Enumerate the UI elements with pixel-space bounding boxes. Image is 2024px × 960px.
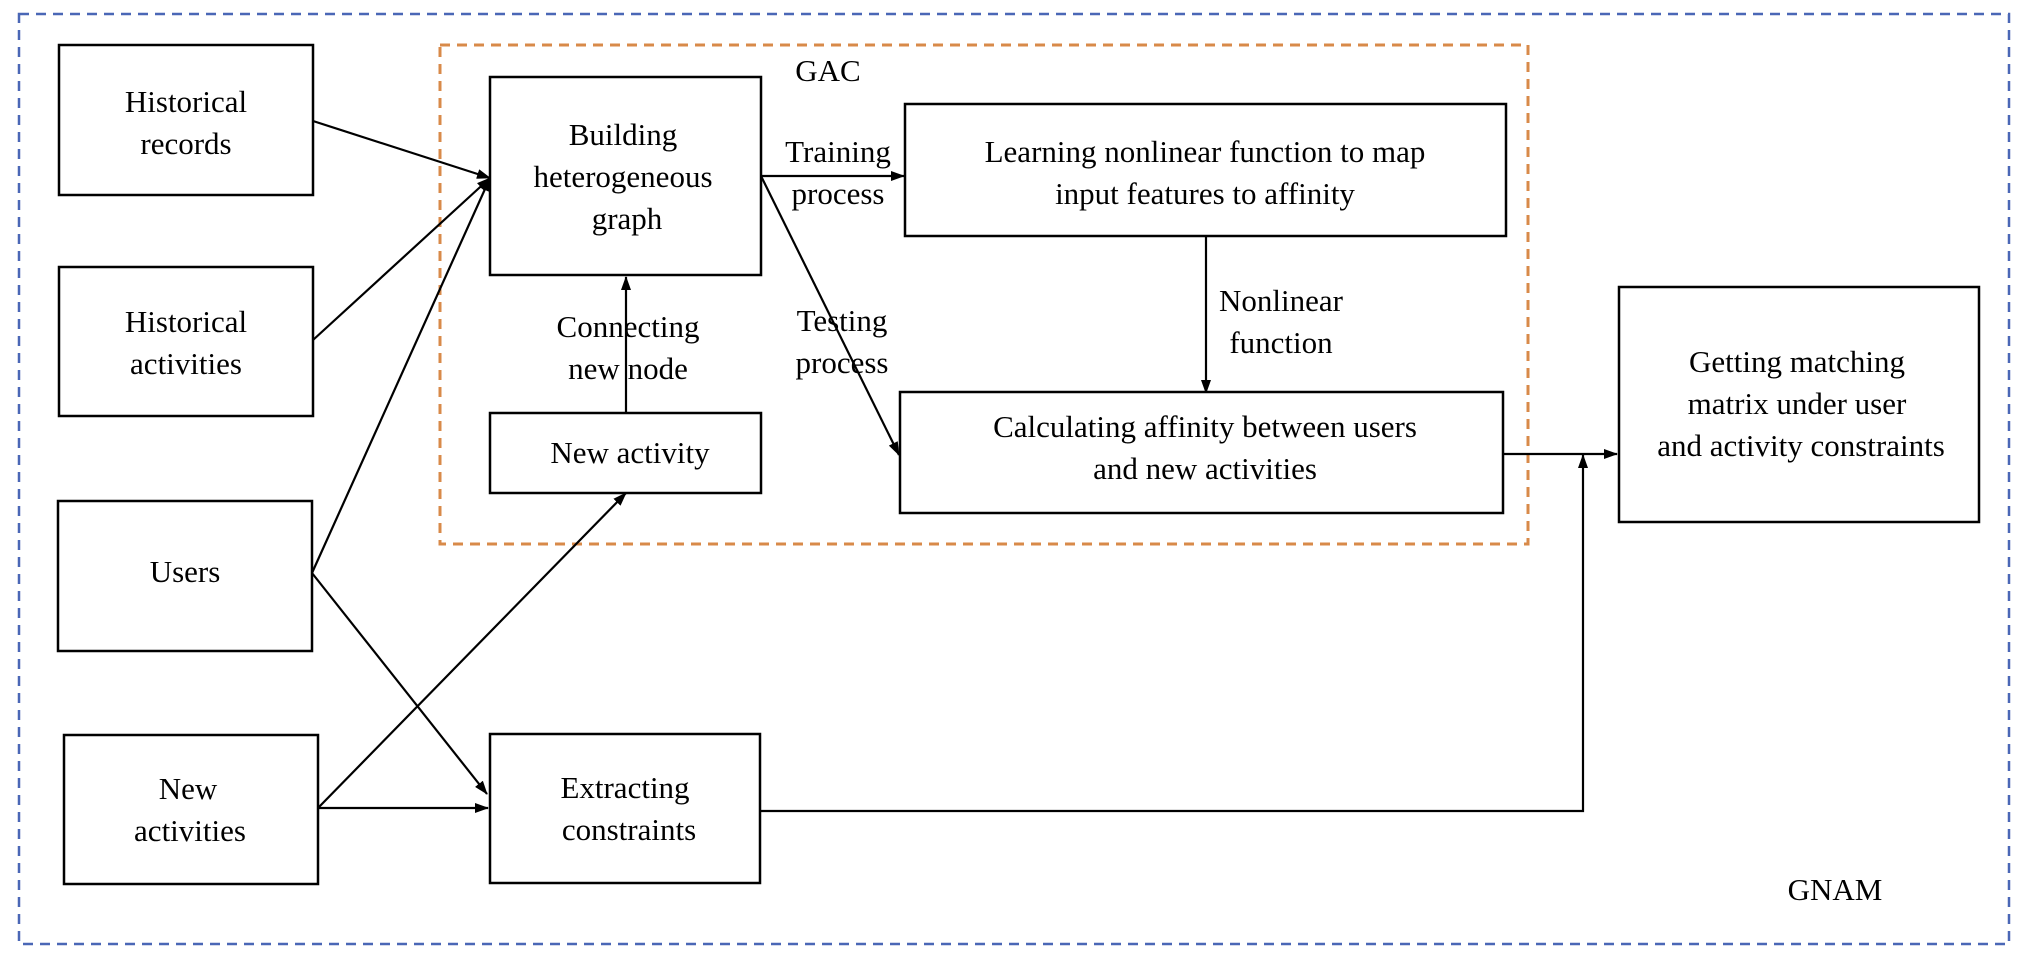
- historical-records-line-1: Historical: [125, 84, 247, 119]
- building-graph-line-1: Building: [569, 117, 678, 152]
- building-graph-box: Building heterogeneous graph: [488, 75, 763, 277]
- building-graph-line-2: heterogeneous: [533, 159, 712, 194]
- testing-label-line-2: process: [796, 345, 889, 380]
- users-line-1: Users: [150, 554, 221, 589]
- users-box: Users: [56, 499, 314, 653]
- learning-function-box: Learning nonlinear function to map input…: [903, 102, 1508, 238]
- learning-function-line-2: input features to affinity: [1055, 176, 1355, 211]
- edge-users-to-graph: [310, 177, 492, 574]
- extracting-constraints-box: Extracting constraints: [488, 732, 762, 885]
- learning-function-line-1: Learning nonlinear function to map: [985, 134, 1426, 169]
- extracting-constraints-line-1: Extracting: [560, 770, 689, 805]
- nonlinear-label-line-1: Nonlinear: [1219, 283, 1344, 318]
- connecting-label-line-2: new node: [568, 351, 688, 386]
- calculating-affinity-line-1: Calculating affinity between users: [993, 409, 1417, 444]
- connecting-label-line-1: Connecting: [557, 309, 700, 344]
- new-activities-input-box: New activities: [62, 733, 320, 886]
- new-activities-input-line-2: activities: [134, 813, 246, 848]
- training-label-line-1: Training: [785, 134, 891, 169]
- matching-matrix-line-1: Getting matching: [1689, 344, 1905, 379]
- edge-records-to-graph: [312, 119, 491, 180]
- new-activities-input-line-1: New: [159, 771, 218, 806]
- historical-activities-line-1: Historical: [125, 304, 247, 339]
- historical-activities-line-2: activities: [130, 346, 242, 381]
- historical-records-box: Historical records: [57, 43, 315, 197]
- edge-hist-activities-to-graph: [312, 177, 491, 341]
- calculating-affinity-line-2: and new activities: [1093, 451, 1317, 486]
- testing-label-line-1: Testing: [797, 303, 888, 338]
- matching-matrix-box: Getting matching matrix under user and a…: [1617, 285, 1981, 524]
- gnam-label: GNAM: [1788, 872, 1883, 907]
- training-label-line-2: process: [792, 176, 885, 211]
- matching-matrix-line-3: and activity constraints: [1657, 428, 1945, 463]
- edge-constraints-to-matrix: [760, 454, 1588, 813]
- edge-new-activities-to-new-activity: [318, 492, 627, 808]
- nonlinear-label-line-2: function: [1229, 325, 1333, 360]
- edge-users-to-constraints: [311, 572, 488, 795]
- historical-records-line-2: records: [140, 126, 231, 161]
- gac-label: GAC: [795, 53, 860, 88]
- new-activity-box: New activity: [488, 411, 763, 495]
- edge-graph-to-calculating: [760, 175, 900, 456]
- extracting-constraints-line-2: constraints: [562, 812, 696, 847]
- building-graph-line-3: graph: [592, 201, 663, 236]
- new-activity-line-1: New activity: [550, 435, 710, 470]
- matching-matrix-line-2: matrix under user: [1688, 386, 1907, 421]
- gnam-frame: [17, 12, 2011, 946]
- historical-activities-box: Historical activities: [57, 265, 315, 418]
- calculating-affinity-box: Calculating affinity between users and n…: [898, 390, 1505, 515]
- gac-frame: [438, 43, 1530, 546]
